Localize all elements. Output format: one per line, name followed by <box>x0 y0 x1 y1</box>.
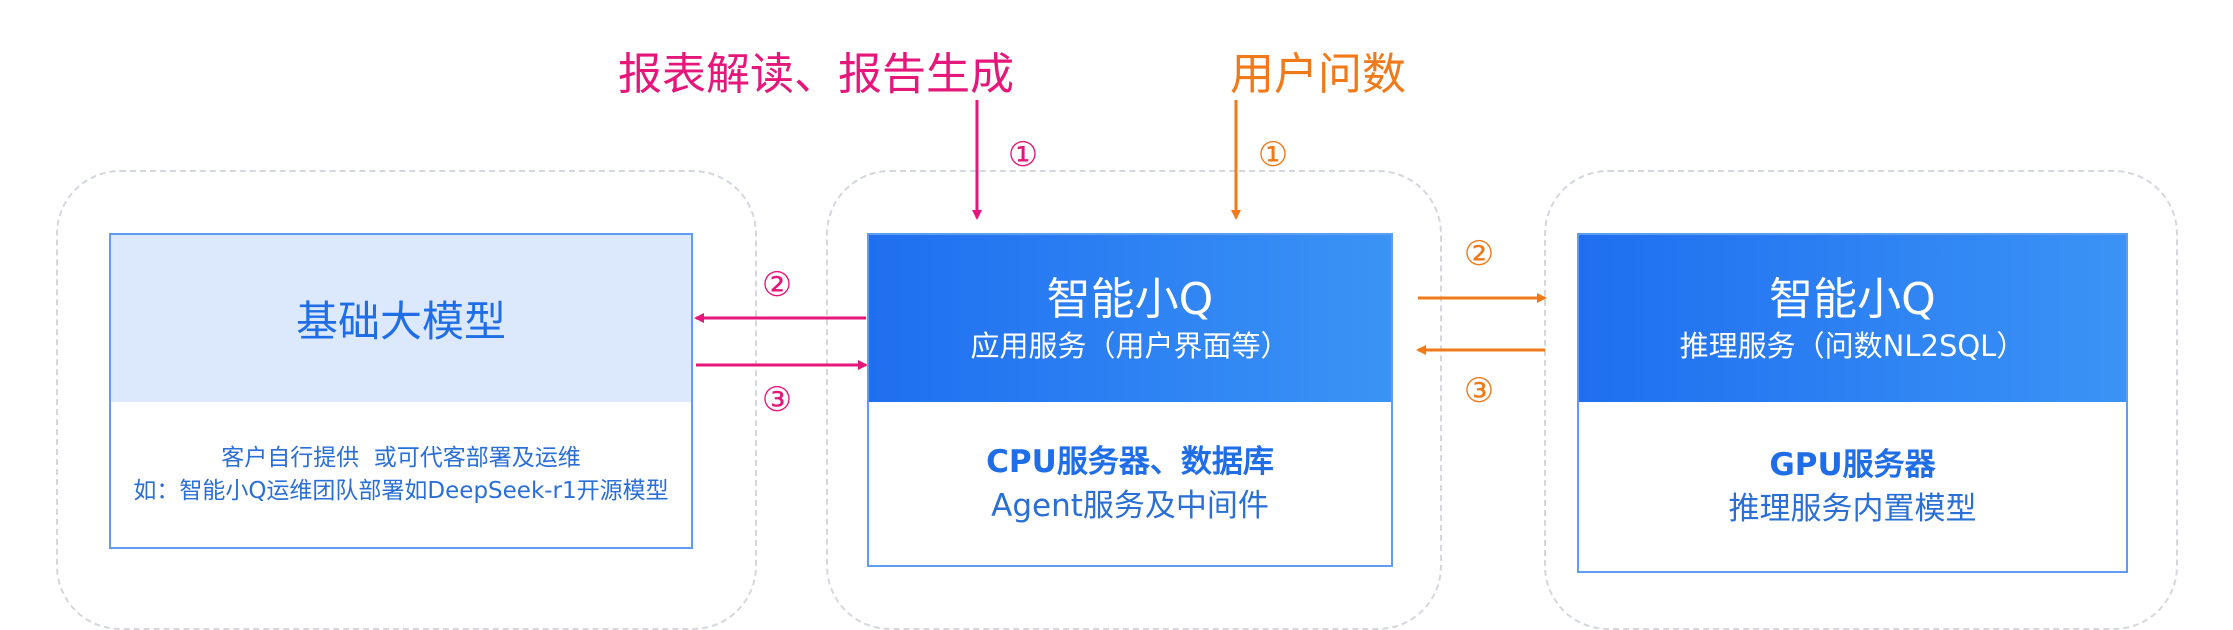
step-1-query: ① <box>1257 135 1289 175</box>
step-3-infer: ③ <box>1463 371 1495 411</box>
app-service-software: Agent服务及中间件 <box>991 487 1269 524</box>
inference-service-hardware: GPU服务器 <box>1769 446 1936 483</box>
base-model-line-1: 客户自行提供 或可代客部署及运维 <box>221 444 581 471</box>
app-service-body: CPU服务器、数据库 Agent服务及中间件 <box>869 402 1391 565</box>
inference-service-header: 智能小Q 推理服务（问数NL2SQL） <box>1579 235 2126 402</box>
base-model-line-2: 如：智能小Q运维团队部署如DeepSeek-r1开源模型 <box>133 477 669 504</box>
flow-arrows <box>694 100 1547 370</box>
step-2-base: ② <box>761 265 793 305</box>
step-1-report: ① <box>1007 135 1039 175</box>
base-model-body: 客户自行提供 或可代客部署及运维 如：智能小Q运维团队部署如DeepSeek-r… <box>111 402 691 547</box>
base-model-card: 基础大模型 客户自行提供 或可代客部署及运维 如：智能小Q运维团队部署如Deep… <box>109 233 693 549</box>
base-model-title: 基础大模型 <box>295 297 506 346</box>
inference-service-card: 智能小Q 推理服务（问数NL2SQL） GPU服务器 推理服务内置模型 <box>1577 233 2128 573</box>
app-service-card: 智能小Q 应用服务（用户界面等） CPU服务器、数据库 Agent服务及中间件 <box>867 233 1393 567</box>
report-interpretation-label: 报表解读、报告生成 <box>618 49 1014 100</box>
inference-service-subtitle: 推理服务（问数NL2SQL） <box>1679 328 2026 363</box>
app-service-title: 智能小Q <box>1046 273 1214 325</box>
inference-service-software: 推理服务内置模型 <box>1728 490 1977 527</box>
app-service-subtitle: 应用服务（用户界面等） <box>970 328 1290 363</box>
user-query-label: 用户问数 <box>1230 49 1406 100</box>
step-3-base: ③ <box>761 380 793 420</box>
inference-service-body: GPU服务器 推理服务内置模型 <box>1579 402 2126 571</box>
app-service-header: 智能小Q 应用服务（用户界面等） <box>869 235 1391 402</box>
inference-service-title: 智能小Q <box>1769 273 1936 325</box>
app-service-hardware: CPU服务器、数据库 <box>986 443 1274 480</box>
step-2-infer: ② <box>1463 234 1495 274</box>
base-model-header: 基础大模型 <box>111 235 691 402</box>
